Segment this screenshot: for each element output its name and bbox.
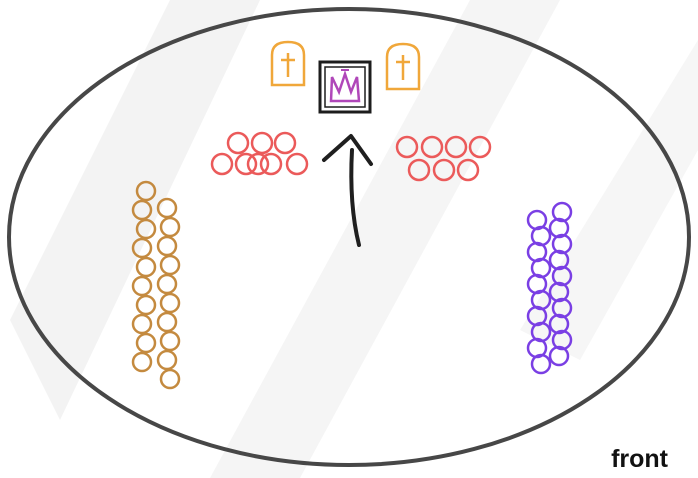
purple-person (551, 297, 573, 319)
brown-person (131, 313, 153, 335)
brown-person (159, 292, 181, 314)
red-person (395, 135, 419, 159)
left-tombstone-icon (270, 40, 306, 87)
brown-person (156, 197, 178, 219)
red-person (250, 131, 274, 155)
brown-left-group (131, 180, 181, 390)
brown-person (156, 235, 178, 257)
right-tombstone-icon (385, 42, 421, 91)
purple-person (548, 345, 570, 367)
brown-person (156, 349, 178, 371)
purple-right-group (526, 201, 573, 375)
brown-person (135, 332, 157, 354)
red-person (273, 131, 297, 155)
red-person (407, 158, 431, 182)
red-person (432, 158, 456, 182)
brown-person (135, 294, 157, 316)
brown-person (159, 216, 181, 238)
brown-person (159, 368, 181, 390)
red-left-group (210, 131, 309, 176)
red-person (285, 152, 309, 176)
red-person (456, 158, 480, 182)
forward-arrow-icon (322, 134, 373, 247)
red-person (226, 131, 250, 155)
brown-person (159, 330, 181, 352)
brown-person (156, 273, 178, 295)
red-right-group (395, 135, 492, 182)
brown-person (131, 275, 153, 297)
purple-person (551, 329, 573, 351)
red-person (444, 135, 468, 159)
purple-person (548, 249, 570, 271)
arena-outline (7, 7, 691, 467)
purple-person (551, 201, 573, 223)
red-person (234, 152, 258, 176)
brown-person (131, 199, 153, 221)
brown-person (135, 256, 157, 278)
throne-crown-icon (318, 60, 372, 114)
purple-person (548, 281, 570, 303)
brown-person (159, 254, 181, 276)
purple-person (548, 313, 570, 335)
brown-person (135, 180, 157, 202)
red-person (420, 135, 444, 159)
purple-person (530, 353, 552, 375)
red-person (468, 135, 492, 159)
brown-person (131, 351, 153, 373)
purple-person (551, 233, 573, 255)
brown-person (135, 218, 157, 240)
purple-person (548, 217, 570, 239)
front-label: front (611, 445, 668, 473)
watermark (10, 0, 698, 478)
red-person (259, 152, 283, 176)
red-person (246, 152, 270, 176)
purple-person (551, 265, 573, 287)
brown-person (156, 311, 178, 333)
red-person (210, 152, 234, 176)
brown-person (131, 237, 153, 259)
